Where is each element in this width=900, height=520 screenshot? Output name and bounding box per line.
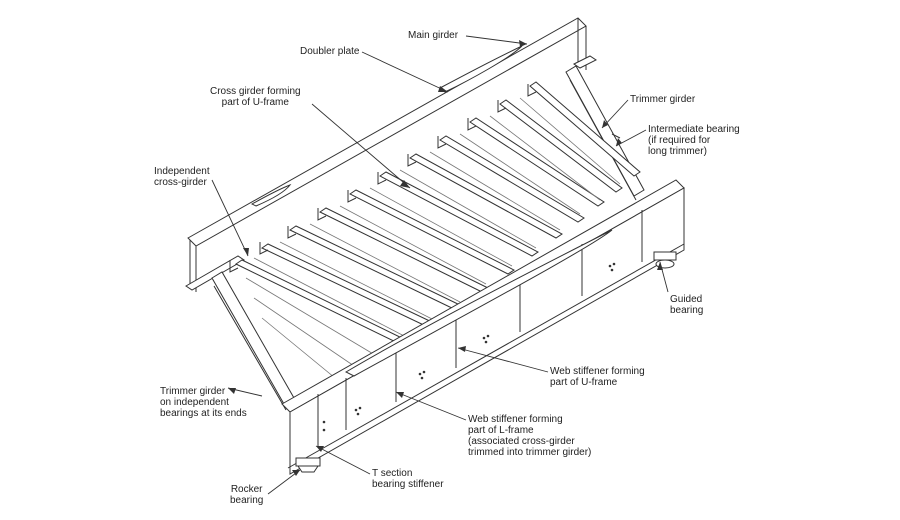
web-stiffener-lframe-line-4: trimmed into trimmer girder) [468, 447, 592, 458]
rocker-bearing [295, 457, 321, 472]
intermediate-bearing-line-1: Intermediate bearing [648, 124, 740, 135]
web-stiffener-lframe-label: Web stiffener forming part of L-frame (a… [468, 414, 591, 458]
cross-girders [236, 82, 640, 346]
guided-bearing-line-2: bearing [670, 305, 704, 316]
cross-girder-uframe-line-1: Cross girder forming [210, 86, 301, 97]
rocker-bearing-line-2: bearing [230, 495, 264, 506]
stiffener-bolts [322, 262, 616, 432]
doubler-plate-upper-2 [252, 185, 290, 206]
web-stiffener-uframe-label: Web stiffener forming part of U-frame [550, 366, 645, 388]
web-stiffener-lframe-line-1: Web stiffener forming [468, 414, 563, 425]
main-girder-line-1: Main girder [408, 30, 459, 41]
intermediate-bearing-line-3: long trimmer) [648, 146, 707, 157]
doubler-plate-label: Doubler plate [300, 46, 359, 57]
leader-arrowheads [228, 40, 663, 476]
t-section-line-1: T section [372, 468, 413, 479]
web-stiffener-lframe-line-2: part of L-frame [468, 425, 534, 436]
guided-bearing [653, 251, 677, 269]
cross-girder-end-tabs [230, 84, 536, 272]
doubler-plate-line-1: Doubler plate [300, 46, 360, 57]
doubler-plate-lower [346, 230, 612, 376]
t-section-label: T section bearing stiffener [372, 468, 444, 490]
cross-girder-uframe-label: Cross girder forming part of U-frame [210, 86, 301, 108]
trimmer-girder-top-line-1: Trimmer girder [630, 94, 696, 105]
web-stiffener-lframe-line-3: (associated cross-girder [468, 436, 575, 447]
rocker-bearing-label: Rocker bearing [230, 484, 263, 506]
deck-plate-lines [246, 98, 620, 382]
independent-cross-girder-line-1: Independent [154, 166, 210, 177]
trimmer-girder-bottom-line-3: bearings at its ends [160, 408, 247, 419]
guided-bearing-label: Guided bearing [670, 294, 703, 316]
intermediate-bearing-line-2: (if required for [648, 135, 711, 146]
independent-cross-girder-line-2: cross-girder [154, 177, 207, 188]
main-girder-label: Main girder [408, 30, 458, 41]
t-section-line-2: bearing stiffener [372, 479, 444, 490]
guided-bearing-line-1: Guided [670, 294, 703, 305]
rocker-bearing-line-1: Rocker [230, 484, 263, 495]
intermediate-bearing-label: Intermediate bearing (if required for lo… [648, 124, 740, 157]
trimmer-girder-bottom-line-2: on independent [160, 397, 229, 408]
trimmer-girder-bottom-line-1: Trimmer girder [160, 386, 226, 397]
web-stiffener-uframe-line-1: Web stiffener forming [550, 366, 645, 377]
trimmer-girder-top-label: Trimmer girder [630, 94, 695, 105]
web-stiffener-uframe-line-2: part of U-frame [550, 377, 618, 388]
cross-girder-uframe-line-2: part of U-frame [221, 97, 289, 108]
independent-cross-girder-label: Independent cross-girder [154, 166, 210, 188]
intermediate-bearing-marker [612, 134, 620, 138]
trimmer-girder-bottom-label: Trimmer girder on independent bearings a… [160, 386, 247, 419]
